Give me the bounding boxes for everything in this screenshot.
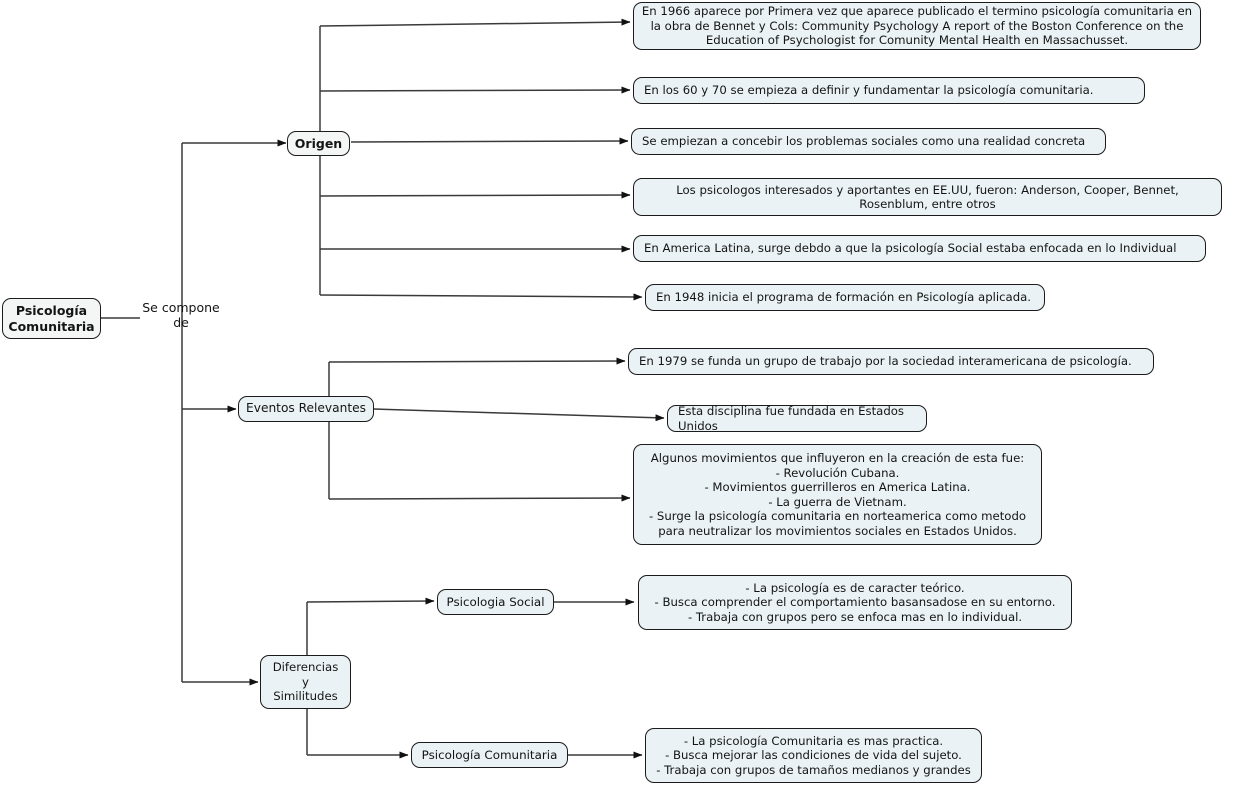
detail-box-psicologia-social[interactable]: - La psicología es de caracter teórico. … [638, 575, 1072, 630]
detail-box-psicologia-comunitaria[interactable]: - La psicología Comunitaria es mas pract… [645, 728, 982, 783]
branch-node-eventos-relevantes[interactable]: Eventos Relevantes [238, 396, 374, 422]
eventos-child-box-2[interactable]: Esta disciplina fue fundada en Estados U… [667, 404, 927, 433]
edge-origen-child-1 [319, 18, 631, 27]
origen-child-box-1[interactable]: En 1966 aparece por Primera vez que apar… [633, 2, 1201, 50]
eventos-child-box-3[interactable]: Algunos movimientos que influyeron en la… [633, 444, 1042, 545]
edge-eventos-child-1 [328, 357, 626, 365]
subnode-psicologia-social[interactable]: Psicologia Social [437, 589, 554, 615]
edge-diferencias-child-1 [306, 597, 435, 605]
edge-origen-child-2 [319, 86, 631, 94]
edge-origen-child-4 [319, 191, 631, 199]
origen-child-box-3[interactable]: Se empiezan a concebir los problemas soc… [631, 128, 1106, 155]
branch-node-diferencias-y-similitudes[interactable]: Diferencias y Similitudes [260, 655, 351, 709]
origen-child-box-6[interactable]: En 1948 inicia el programa de formación … [645, 284, 1045, 311]
origen-child-box-2[interactable]: En los 60 y 70 se empieza a definir y fu… [633, 77, 1145, 104]
origen-child-box-4[interactable]: Los psicologos interesados y aportantes … [633, 178, 1222, 216]
edge-eventos-child-3 [328, 494, 631, 502]
edge-label-se-compone-de: Se compone de [142, 300, 220, 331]
branch-node-origen[interactable]: Origen [287, 131, 350, 156]
edge-eventos-child-2 [373, 408, 665, 422]
root-node-psicologia-comunitaria[interactable]: Psicología Comunitaria [2, 298, 101, 339]
edge-origen-child-6 [319, 293, 643, 301]
edge-origen-child-3 [350, 137, 629, 145]
eventos-child-box-1[interactable]: En 1979 se funda un grupo de trabajo por… [628, 348, 1154, 375]
origen-child-box-5[interactable]: En America Latina, surge debdo a que la … [633, 235, 1206, 262]
subnode-psicologia-comunitaria[interactable]: Psicología Comunitaria [411, 742, 568, 768]
